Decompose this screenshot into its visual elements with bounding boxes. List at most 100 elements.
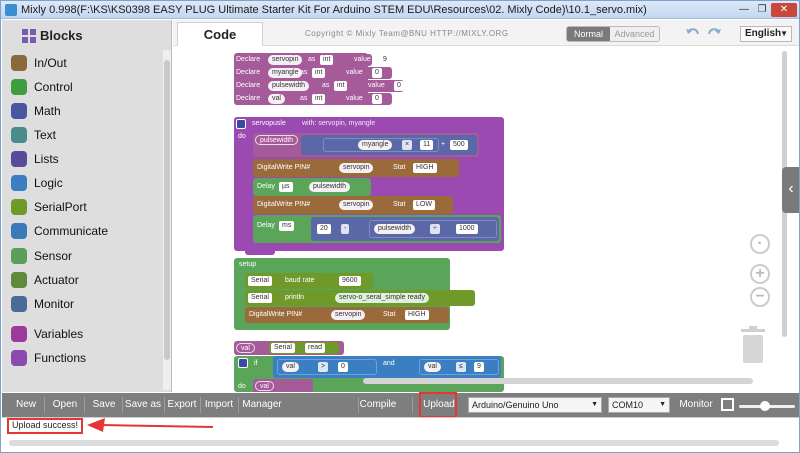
dw1-pin[interactable]: servopin xyxy=(339,163,374,173)
delay2-div-operator[interactable]: ÷ xyxy=(430,224,440,234)
declare-type[interactable]: int xyxy=(312,94,326,104)
trash-icon[interactable] xyxy=(739,325,767,365)
mode-normal-button[interactable]: Normal xyxy=(567,27,611,41)
serial-println-block[interactable]: Serial println servo-o_seral_simple read… xyxy=(245,290,475,306)
declare-var-name[interactable]: pulsewidth xyxy=(268,81,310,91)
declare-type[interactable]: int xyxy=(320,55,334,65)
loop-read[interactable]: read xyxy=(305,343,326,353)
setup-serial-select[interactable]: Serial xyxy=(248,276,272,286)
digitalwrite-low-block[interactable]: DigitalWrite PIN# servopin Stat LOW xyxy=(253,196,453,214)
category-actuator[interactable]: Actuator xyxy=(2,269,162,291)
declare-type[interactable]: int xyxy=(312,68,326,78)
do-var[interactable]: val xyxy=(255,381,274,391)
category-functions[interactable]: Functions xyxy=(2,347,162,369)
multiply-var[interactable]: myangle xyxy=(358,140,393,150)
mode-advanced-button[interactable]: Advanced xyxy=(610,27,659,41)
monitor-button[interactable]: Monitor xyxy=(679,399,713,410)
delay1-var[interactable]: pulsewidth xyxy=(309,182,351,192)
open-button[interactable]: Open xyxy=(52,399,78,410)
category-communicate[interactable]: Communicate xyxy=(2,220,162,242)
declare-value[interactable]: 0 xyxy=(372,68,382,78)
category-in-out[interactable]: In/Out xyxy=(2,52,162,74)
cond1-var[interactable]: val xyxy=(282,362,299,372)
sidebar-scrollbar[interactable] xyxy=(163,50,171,390)
category-logic[interactable]: Logic xyxy=(2,172,162,194)
declare-value[interactable]: 0 xyxy=(394,81,404,91)
manager-button[interactable]: Manager xyxy=(242,399,282,410)
close-button[interactable]: ✕ xyxy=(771,3,797,17)
maximize-button[interactable]: ❐ xyxy=(757,4,767,15)
cond2-var[interactable]: val xyxy=(424,362,441,372)
delay-us-block[interactable]: Delay µs pulsewidth xyxy=(253,178,371,196)
declare-value[interactable]: 9 xyxy=(380,55,390,65)
cond1-operator[interactable]: > xyxy=(318,362,329,372)
block-workspace[interactable]: servopusle with: servopin, myangle do pu… xyxy=(173,47,799,392)
declare-var-name[interactable]: servopin xyxy=(268,55,303,65)
declare-var-name[interactable]: myangle xyxy=(268,68,303,78)
declare-var-name[interactable]: val xyxy=(268,94,285,104)
zoom-in-icon[interactable]: + xyxy=(750,264,770,284)
loop-serial-select[interactable]: Serial xyxy=(271,343,295,353)
tab-code[interactable]: Code xyxy=(177,22,263,46)
println-message[interactable]: servo-o_seral_simple ready xyxy=(335,293,429,303)
serial-baud-block[interactable]: Serial baud rate 9600 xyxy=(245,273,373,289)
cond2-value[interactable]: 9 xyxy=(474,362,484,372)
dw2-pin[interactable]: servopin xyxy=(339,200,374,210)
println-serial-select[interactable]: Serial xyxy=(248,293,272,303)
setup-digitalwrite-block[interactable]: DigitalWrite PIN# servopin Stat HIGH xyxy=(245,307,449,323)
dw1-value[interactable]: HIGH xyxy=(413,163,437,173)
delay2-b[interactable]: 1000 xyxy=(456,224,478,234)
undo-icon[interactable] xyxy=(685,25,701,41)
cond1-value[interactable]: 0 xyxy=(338,362,348,372)
category-sensor[interactable]: Sensor xyxy=(2,245,162,267)
digitalwrite-high-block[interactable]: DigitalWrite PIN# servopin Stat HIGH xyxy=(253,159,459,177)
math-divide-block[interactable]: pulsewidth ÷ 1000 xyxy=(369,220,497,238)
compare-le-block[interactable]: val ≤ 9 xyxy=(419,359,499,375)
port-select[interactable]: COM10 ▼ xyxy=(608,397,670,413)
category-lists[interactable]: Lists xyxy=(2,148,162,170)
delay2-operator[interactable]: - xyxy=(341,224,350,234)
language-select[interactable]: English ▼ xyxy=(740,26,792,42)
delay2-var[interactable]: pulsewidth xyxy=(374,224,416,234)
save-button[interactable]: Save xyxy=(92,399,116,410)
category-math[interactable]: Math xyxy=(2,100,162,122)
declare-value[interactable]: 0 xyxy=(372,94,382,104)
category-monitor[interactable]: Monitor xyxy=(2,293,162,315)
if-gear-icon[interactable] xyxy=(238,358,248,368)
save-as-button[interactable]: Save as xyxy=(124,399,162,410)
import-button[interactable]: Import xyxy=(204,399,234,410)
math-multiply-block[interactable]: myangle × 11 xyxy=(323,138,439,152)
add-value[interactable]: 500 xyxy=(450,140,468,150)
delay2-unit[interactable]: ms xyxy=(279,221,295,231)
category-text[interactable]: Text xyxy=(2,124,162,146)
delay2-a[interactable]: 20 xyxy=(317,224,331,234)
status-horizontal-scrollbar[interactable] xyxy=(9,440,779,446)
board-select[interactable]: Arduino/Genuino Uno ▼ xyxy=(468,397,602,413)
new-button[interactable]: New xyxy=(15,399,36,410)
delay1-unit[interactable]: µs xyxy=(279,182,293,192)
compare-gt-block[interactable]: val > 0 xyxy=(277,359,377,375)
minimize-button[interactable]: — xyxy=(739,4,749,15)
setup-baud-value[interactable]: 9600 xyxy=(339,276,361,286)
cond2-operator[interactable]: ≤ xyxy=(456,362,466,372)
mode-switch[interactable]: Normal Advanced xyxy=(566,26,660,42)
serial-port-icon[interactable] xyxy=(721,398,734,411)
upload-button[interactable]: Upload xyxy=(423,399,455,410)
loop-var[interactable]: val xyxy=(236,343,255,353)
chevron-left-icon[interactable]: ‹ xyxy=(782,167,799,213)
procedure-gear-icon[interactable] xyxy=(236,119,246,129)
dw2-value[interactable]: LOW xyxy=(413,200,435,210)
setup-dw-value[interactable]: HIGH xyxy=(405,310,429,320)
export-button[interactable]: Export xyxy=(167,399,197,410)
category-serialport[interactable]: SerialPort xyxy=(2,196,162,218)
recenter-icon[interactable]: · xyxy=(750,234,770,254)
zoom-slider-handle[interactable] xyxy=(760,401,770,411)
category-control[interactable]: Control xyxy=(2,76,162,98)
compile-button[interactable]: Compile xyxy=(359,399,397,410)
category-variables[interactable]: Variables xyxy=(2,323,162,345)
setup-dw-pin[interactable]: servopin xyxy=(331,310,366,320)
